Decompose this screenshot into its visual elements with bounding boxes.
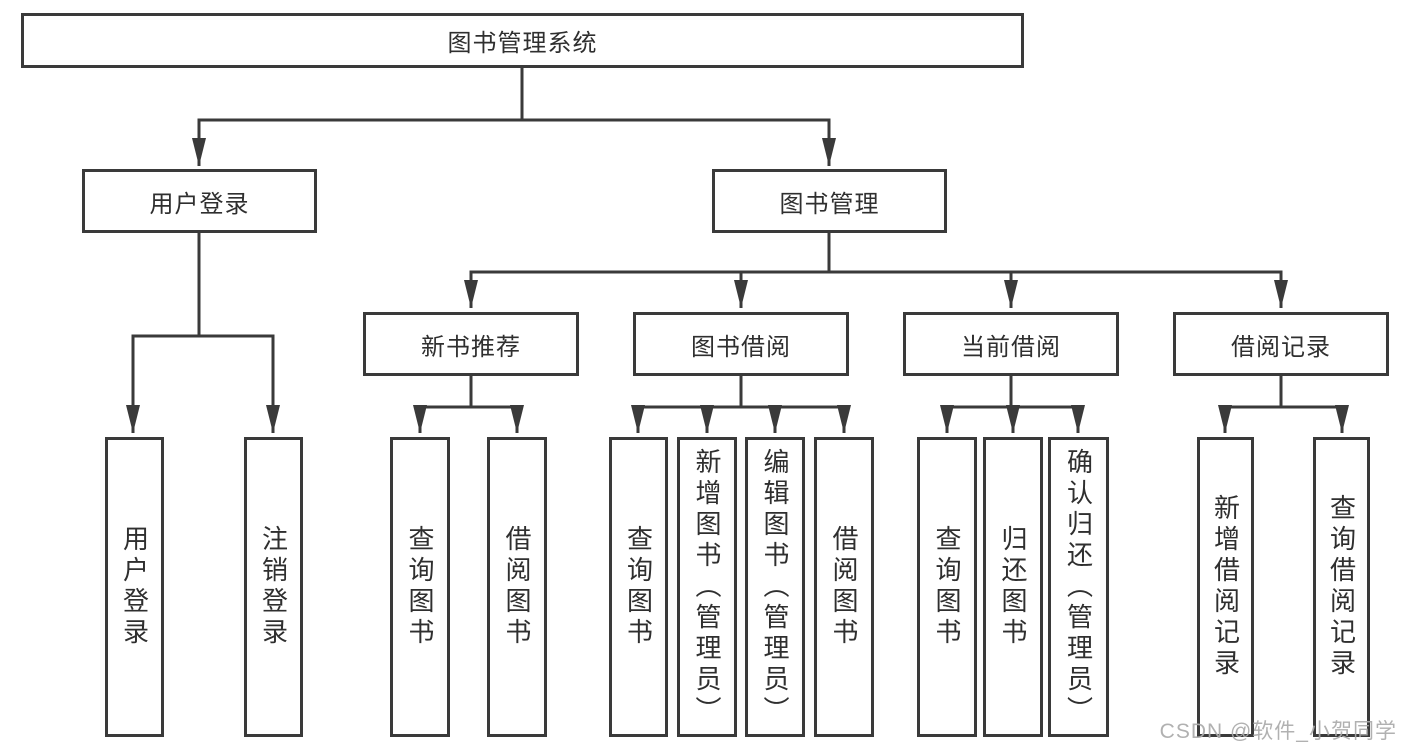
node-current-borrow-label: 当前借阅	[961, 333, 1061, 361]
leaf-borrow-books: 借阅图书	[814, 437, 874, 737]
leaf-borrow-query-books: 查询图书	[609, 437, 668, 737]
node-borrow-records: 借阅记录	[1173, 312, 1389, 376]
leaf-recommend-borrow-books: 借阅图书	[487, 437, 547, 737]
csdn-watermark: CSDN @软件_小贺同学	[1159, 720, 1397, 743]
node-user-login: 用户登录	[82, 169, 317, 233]
leaf-current-query-books-label: 查询图书	[932, 525, 962, 649]
leaf-confirm-return-admin: 确认归还（管理员）	[1048, 437, 1109, 737]
leaf-add-books-admin-label: 新增图书（管理员）	[692, 447, 722, 727]
leaf-user-login-label: 用户登录	[119, 525, 150, 649]
node-book-borrow: 图书借阅	[633, 312, 849, 376]
leaf-add-borrow-record-label: 新增借阅记录	[1210, 494, 1241, 680]
node-new-book-recommend: 新书推荐	[363, 312, 579, 376]
leaf-recommend-query-books: 查询图书	[390, 437, 450, 737]
leaf-query-borrow-record-label: 查询借阅记录	[1326, 494, 1357, 680]
leaf-borrow-books-label: 借阅图书	[829, 525, 859, 649]
node-root-label: 图书管理系统	[447, 30, 598, 57]
node-book-management: 图书管理	[712, 169, 947, 233]
node-new-book-recommend-label: 新书推荐	[421, 333, 521, 361]
node-user-login-label: 用户登录	[149, 190, 250, 218]
leaf-recommend-query-books-label: 查询图书	[405, 525, 435, 649]
leaf-query-borrow-record: 查询借阅记录	[1313, 437, 1370, 737]
leaf-return-books-label: 归还图书	[998, 525, 1028, 649]
leaf-add-borrow-record: 新增借阅记录	[1197, 437, 1254, 737]
leaf-logout: 注销登录	[244, 437, 303, 737]
leaf-edit-books-admin-label: 编辑图书（管理员）	[760, 447, 790, 727]
leaf-confirm-return-admin-label: 确认归还（管理员）	[1063, 447, 1094, 727]
leaf-return-books: 归还图书	[983, 437, 1043, 737]
leaf-current-query-books: 查询图书	[917, 437, 977, 737]
leaf-logout-label: 注销登录	[258, 525, 289, 649]
node-current-borrow: 当前借阅	[903, 312, 1119, 376]
leaf-recommend-borrow-books-label: 借阅图书	[502, 525, 532, 649]
node-book-management-label: 图书管理	[779, 190, 880, 218]
node-book-borrow-label: 图书借阅	[691, 333, 791, 361]
leaf-borrow-query-books-label: 查询图书	[623, 525, 654, 649]
leaf-add-books-admin: 新增图书（管理员）	[677, 437, 737, 737]
leaf-user-login: 用户登录	[105, 437, 164, 737]
leaf-edit-books-admin: 编辑图书（管理员）	[745, 437, 805, 737]
node-borrow-records-label: 借阅记录	[1231, 333, 1331, 361]
node-root: 图书管理系统	[21, 13, 1024, 68]
